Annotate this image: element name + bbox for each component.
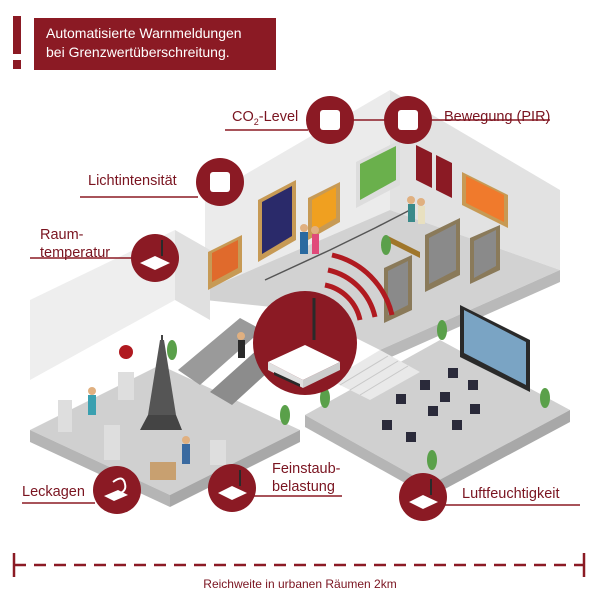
pedestal — [118, 372, 134, 400]
rope-barrier — [264, 209, 411, 281]
label-leckagen: Leckagen — [22, 484, 85, 500]
gateway-router-icon — [208, 464, 256, 512]
alert-banner: Automatisierte Warnmeldungen bei Grenzwe… — [34, 18, 276, 70]
eiffel-tower-model — [140, 335, 182, 430]
audience-chairs — [382, 368, 480, 442]
gateway-router-icon — [399, 473, 447, 521]
pedestal — [58, 400, 72, 432]
co2-subscript: 2 — [253, 116, 259, 127]
sensor-box-icon — [384, 96, 432, 144]
raum-line-2: temperatur — [40, 245, 111, 261]
paintings-right — [384, 145, 508, 323]
label-bewegung: Bewegung (PIR) — [444, 109, 551, 125]
range-caption: Reichweite in urbanen Räumen 2km — [203, 577, 397, 591]
feinstaub-line-1: Feinstaub- — [272, 461, 341, 477]
display-screen — [460, 305, 530, 392]
bench — [388, 236, 420, 258]
raum-line-1: Raum- — [40, 227, 84, 243]
plants — [167, 235, 550, 470]
banner-line-2: bei Grenzwertüberschreitung. — [46, 44, 230, 60]
gateway-router-icon — [253, 291, 357, 395]
paintings-left — [208, 140, 400, 290]
sensor-box-icon — [306, 96, 354, 144]
co2-prefix: CO — [232, 109, 254, 125]
label-luftfeuchtigkeit: Luftfeuchtigkeit — [462, 486, 560, 502]
sensor-box-icon — [196, 158, 244, 206]
visitors — [88, 196, 425, 464]
label-lichtintensitaet: Lichtintensität — [88, 173, 177, 189]
banner-line-1: Automatisierte Warnmeldungen — [46, 25, 242, 41]
gateway-router-icon — [131, 234, 179, 282]
co2-suffix: -Level — [258, 109, 299, 125]
pedestal — [210, 440, 226, 465]
exclamation-icon — [10, 16, 24, 72]
signal-waves-icon — [324, 252, 395, 321]
upper-left-wall — [205, 90, 390, 290]
feinstaub-line-2: belastung — [272, 479, 335, 495]
range-scale-bar — [12, 553, 586, 577]
label-co2-level: CO2-Level — [232, 108, 298, 131]
leak-sensor-icon — [93, 466, 141, 514]
label-raumtemperatur: Raum- temperatur — [40, 226, 110, 262]
pedestal — [104, 425, 120, 460]
crate — [150, 462, 176, 480]
connector-lines — [22, 119, 580, 506]
label-feinstaub: Feinstaub- belastung — [272, 460, 341, 496]
